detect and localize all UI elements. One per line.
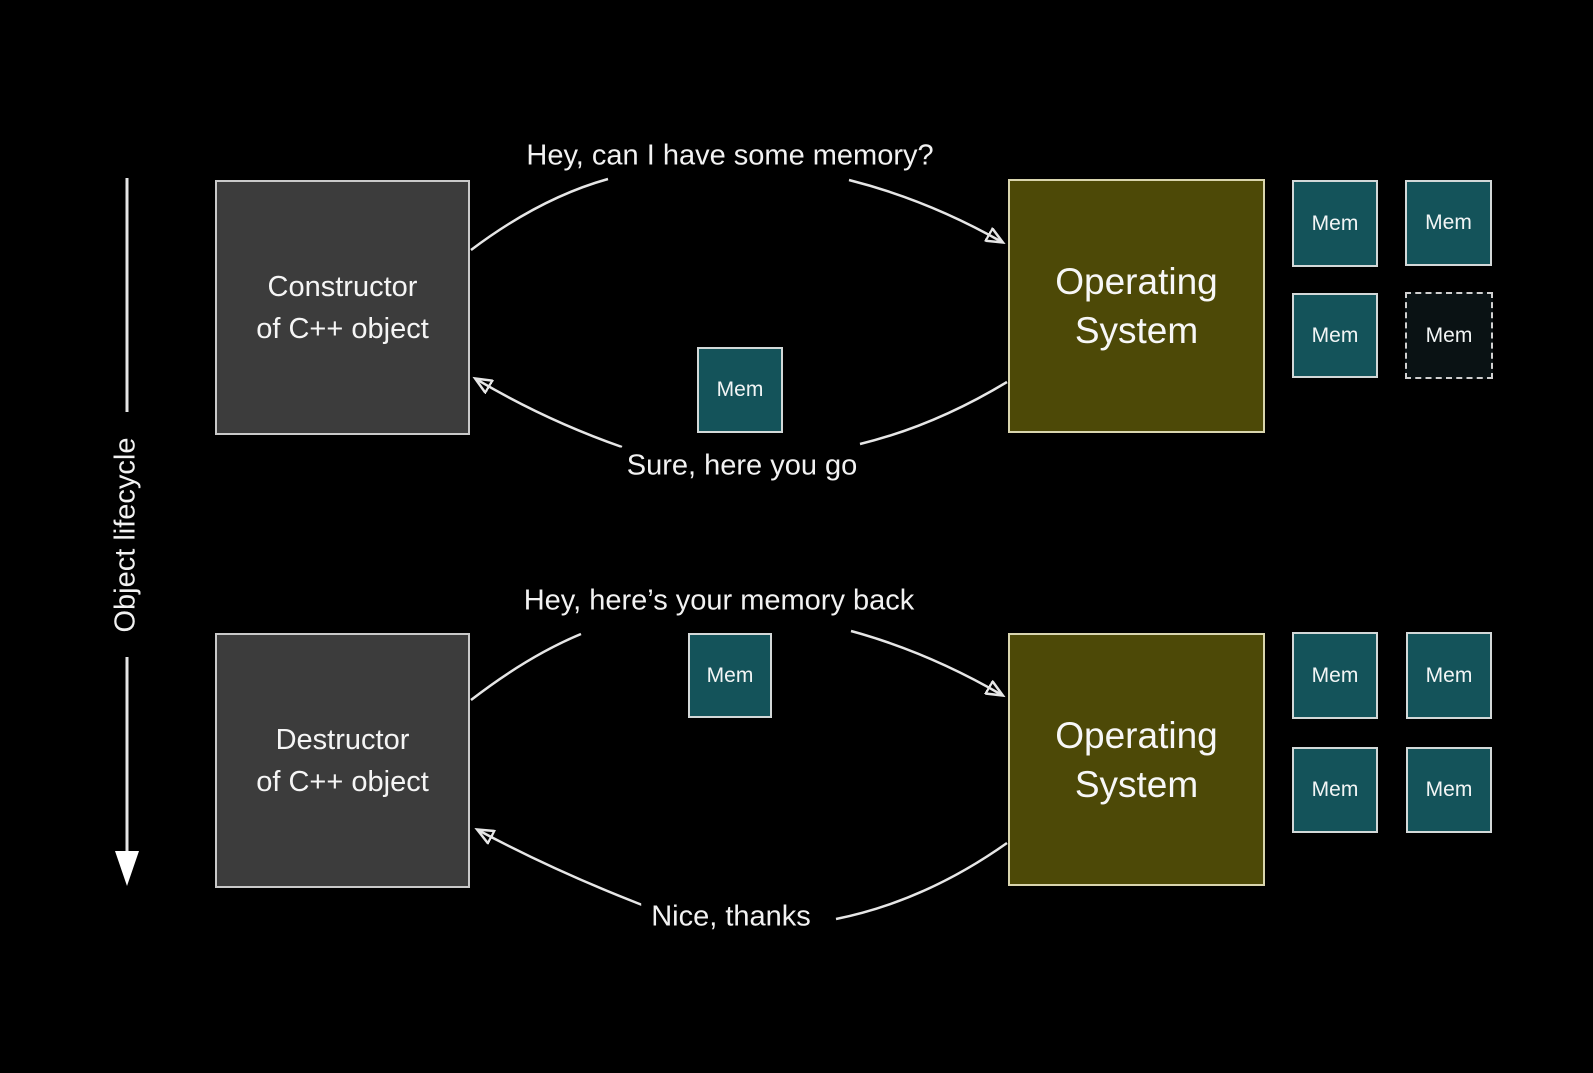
os-bottom-label-line2: System — [1074, 763, 1199, 805]
mem-chip-label: Mem — [1311, 323, 1359, 347]
mem-chip-label: Mem — [1425, 663, 1473, 687]
mem-chip-label: Mem — [1311, 778, 1359, 801]
memory-request-label: Hey, can I have some memory? — [516, 137, 944, 175]
destructor-box: Destructor of C++ object — [215, 633, 470, 888]
mem-pool-top-cell-3: Mem — [1292, 293, 1378, 378]
os-box-bottom: Operating System — [1008, 633, 1265, 886]
lifecycle-axis-label: Object lifecycle — [109, 437, 142, 633]
mem-chip-transfer-bottom: Mem — [688, 633, 772, 718]
down-arrowhead-icon — [115, 851, 139, 886]
os-box-top: Operating System — [1008, 179, 1265, 433]
memory-grant-label: Sure, here you go — [616, 447, 868, 485]
thanks-arrow-right — [835, 841, 1008, 921]
mem-chip-label: Mem — [1425, 211, 1472, 234]
memory-request-arrow-right — [848, 178, 1002, 242]
os-bottom-label-line1: Operating — [1055, 714, 1218, 756]
mem-chip-label: Mem — [1425, 323, 1473, 347]
memory-return-arrow-right — [850, 629, 1002, 695]
mem-pool-top-cell-1: Mem — [1292, 180, 1378, 267]
os-top-label-line2: System — [1074, 310, 1199, 351]
mem-chip-label: Mem — [1311, 211, 1359, 235]
thanks-arrow-left — [478, 830, 651, 910]
memory-grant-arrow-right — [859, 380, 1008, 446]
os-top-label-line1: Operating — [1055, 261, 1218, 302]
destructor-label-line2: of C++ object — [256, 765, 429, 798]
memory-return-arrow-left — [470, 632, 582, 701]
constructor-label-line1: Constructor — [267, 270, 418, 303]
thanks-label: Nice, thanks — [641, 898, 821, 936]
constructor-label-line2: of C++ object — [256, 312, 429, 345]
destructor-label-line1: Destructor — [275, 723, 410, 756]
memory-grant-arrow-left — [476, 379, 623, 449]
mem-chip-label: Mem — [1311, 663, 1359, 687]
mem-pool-top-cell-2: Mem — [1405, 180, 1492, 266]
memory-request-arrow-left — [470, 177, 609, 251]
mem-pool-bottom-cell-4: Mem — [1406, 747, 1492, 833]
mem-pool-top-cell-4-dashed: Mem — [1405, 292, 1493, 379]
mem-pool-bottom-cell-3: Mem — [1292, 747, 1378, 833]
memory-return-label: Hey, here’s your memory back — [513, 582, 925, 620]
constructor-box: Constructor of C++ object — [215, 180, 470, 435]
mem-chip-label: Mem — [716, 378, 764, 401]
mem-pool-bottom-cell-2: Mem — [1406, 632, 1492, 719]
mem-chip-label: Mem — [1425, 778, 1473, 801]
mem-pool-bottom-cell-1: Mem — [1292, 632, 1378, 719]
mem-chip-transfer-top: Mem — [697, 347, 783, 433]
mem-chip-label: Mem — [706, 663, 754, 687]
